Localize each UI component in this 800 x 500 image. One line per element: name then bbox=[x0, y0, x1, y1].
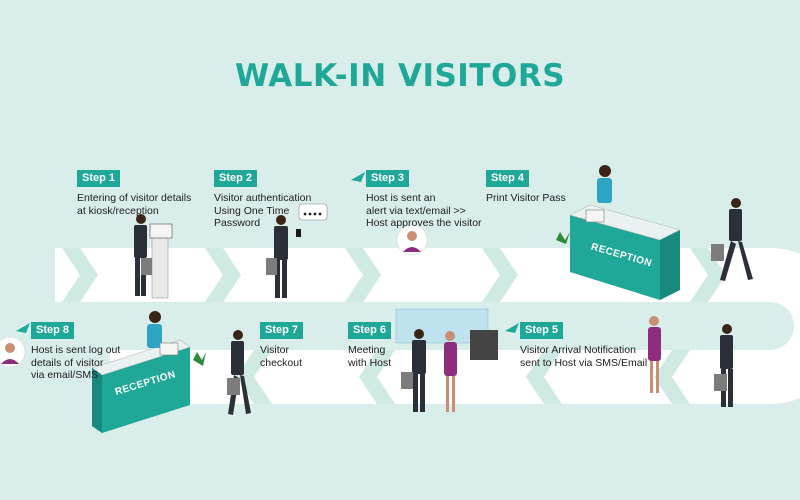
checkout-visitor-figure bbox=[227, 330, 251, 415]
step-6-desc: Meeting with Host bbox=[348, 344, 392, 369]
meeting-scene bbox=[395, 308, 498, 412]
speech-bubble-icon bbox=[16, 323, 30, 333]
step-3-tag: Step 3 bbox=[366, 170, 410, 187]
bottom-reception-desk bbox=[91, 311, 206, 433]
step-8-tag: Step 8 bbox=[31, 322, 75, 339]
walking-visitor-figure bbox=[711, 198, 753, 281]
top-reception-desk bbox=[556, 165, 681, 300]
step-5: Step 5 Visitor Arrival Notification sent… bbox=[520, 320, 647, 369]
arriving-visitor-figure bbox=[714, 324, 733, 407]
step-5-desc: Visitor Arrival Notification sent to Hos… bbox=[520, 344, 648, 369]
speech-bubble-icon bbox=[505, 323, 519, 333]
speech-bubble-icon bbox=[351, 172, 365, 182]
step-8-desc: Host is sent log out details of visitor … bbox=[31, 344, 121, 381]
step-1: Step 1 Entering of visitor details at ki… bbox=[77, 168, 191, 217]
step-1-desc: Entering of visitor details at kiosk/rec… bbox=[77, 192, 192, 217]
step-3-desc: Host is sent an alert via text/email >> … bbox=[366, 192, 482, 229]
step-3: Step 3 Host is sent an alert via text/em… bbox=[366, 168, 482, 230]
step-2: Step 2 Visitor authentication Using One … bbox=[214, 168, 311, 230]
step-7: Step 7 Visitor checkout bbox=[260, 320, 304, 369]
step-4-desc: Print Visitor Pass bbox=[486, 192, 566, 204]
step-2-tag: Step 2 bbox=[214, 170, 258, 187]
step-8: Step 8 Host is sent log out details of v… bbox=[31, 320, 120, 382]
step-6-tag: Step 6 bbox=[348, 322, 392, 339]
step-6: Step 6 Meeting with Host bbox=[348, 320, 391, 369]
host-woman-figure bbox=[648, 316, 661, 393]
host-avatar-step8 bbox=[0, 336, 26, 368]
step-1-tag: Step 1 bbox=[77, 170, 121, 187]
step-7-tag: Step 7 bbox=[260, 322, 304, 339]
step-5-tag: Step 5 bbox=[520, 322, 564, 339]
page-title: WALK-IN VISITORS bbox=[234, 58, 566, 94]
step-4-tag: Step 4 bbox=[486, 170, 530, 187]
step-7-desc: Visitor checkout bbox=[260, 344, 303, 369]
kiosk-person-figure bbox=[134, 214, 173, 299]
host-avatar bbox=[396, 224, 428, 256]
step-2-desc: Visitor authentication Using One Time Pa… bbox=[214, 192, 312, 229]
phone-person-figure bbox=[266, 203, 328, 298]
step-4: Step 4 Print Visitor Pass bbox=[486, 168, 566, 205]
